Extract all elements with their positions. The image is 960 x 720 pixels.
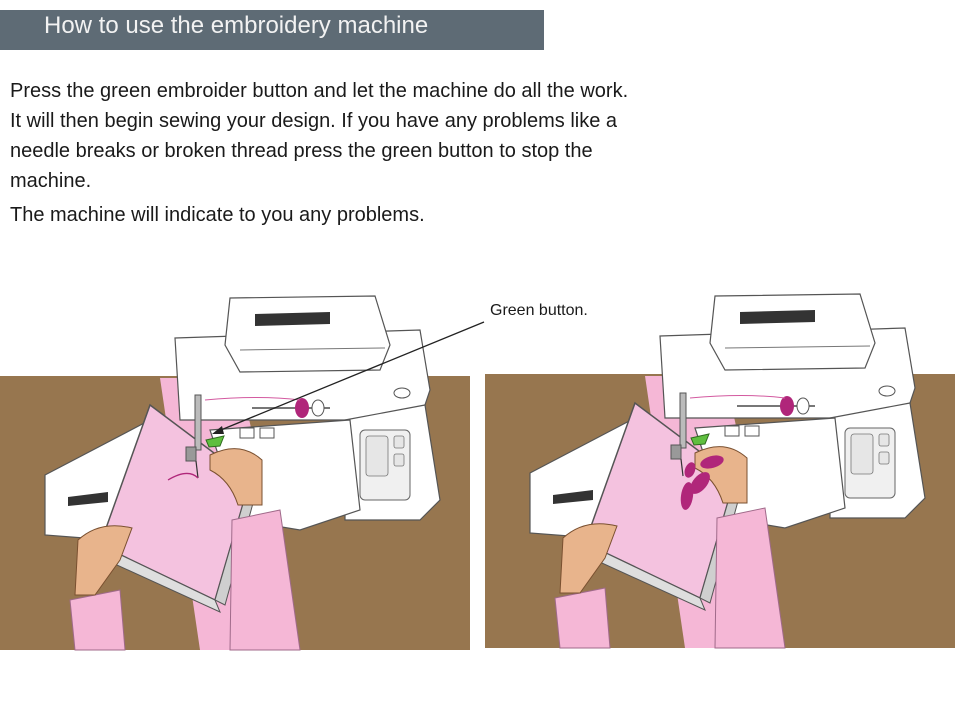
machine-after-sewing	[484, 293, 956, 649]
page-title: How to use the embroidery machine	[44, 12, 429, 39]
callout-arrowhead	[212, 426, 224, 434]
title-bar: How to use the embroidery machine	[0, 10, 544, 50]
flower-design	[680, 455, 724, 510]
callout-pointer	[215, 321, 485, 433]
instruction-paragraph-3: The machine will indicate to you any pro…	[10, 204, 425, 226]
instruction-paragraph-2: It will then begin sewing your design. I…	[10, 110, 618, 192]
machine-before-sewing	[0, 295, 471, 651]
instructions: Press the green embroider button and let…	[10, 76, 650, 230]
instruction-paragraph-1: Press the green embroider button and let…	[10, 80, 629, 102]
design-arc	[167, 472, 199, 481]
green-button-callout: Green button.	[490, 302, 588, 319]
